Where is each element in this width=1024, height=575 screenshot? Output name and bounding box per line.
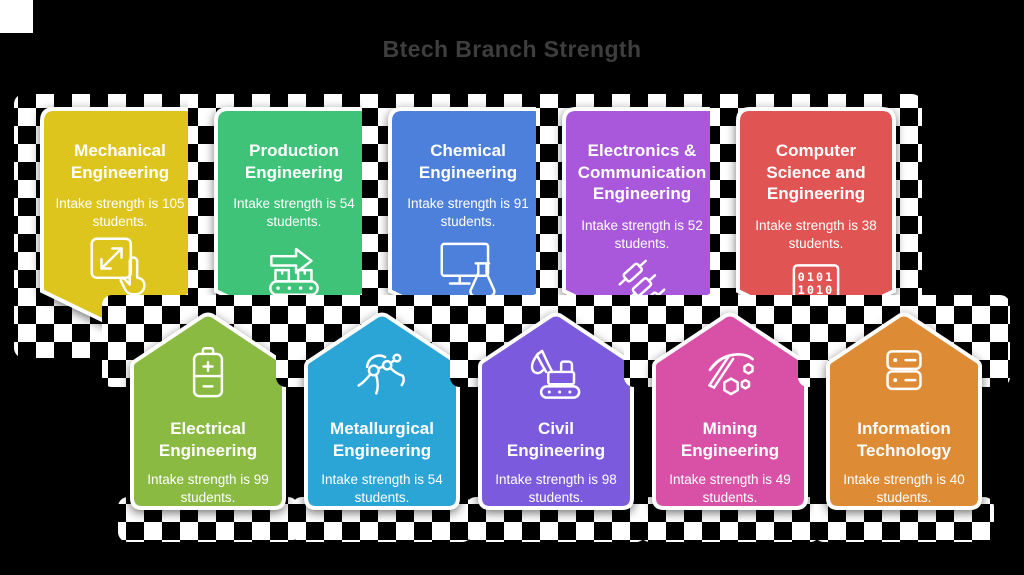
infographic-title: Btech Branch Strength: [382, 36, 642, 62]
card-title: Electronics & Communication Engineering: [577, 141, 707, 204]
touch-expand-icon: [84, 231, 156, 303]
card-title: Mining Engineering: [680, 419, 780, 460]
card-intake: Intake strength is 52 students.: [581, 217, 703, 251]
card-intake: Intake strength is 91 students.: [407, 196, 529, 229]
pickaxe-icon: [694, 338, 766, 410]
molecule-icon: [346, 338, 418, 410]
card-intake: Intake strength is 38 students.: [755, 217, 877, 251]
card-title: Production Engineering: [244, 141, 344, 182]
card-information-technology: Information Technology Intake strength i…: [824, 312, 984, 512]
card-title: Mechanical Engineering: [70, 141, 170, 182]
card-intake: Intake strength is 54 students.: [321, 472, 443, 505]
card-title: Information Technology: [856, 419, 952, 460]
checker-corner-square: [0, 0, 33, 33]
card-shape: [652, 312, 808, 510]
card-electrical-engineering: Electrical Engineering Intake strength i…: [128, 312, 288, 512]
card-title: Computer Science and Engineering: [766, 141, 866, 204]
card-intake: Intake strength is 49 students.: [669, 472, 791, 505]
card-intake: Intake strength is 40 students.: [843, 472, 965, 505]
card-title: Metallurgical Engineering: [330, 419, 434, 460]
card-shape: [478, 312, 634, 510]
card-title: Civil Engineering: [506, 419, 606, 460]
card-intake: Intake strength is 105 students.: [55, 196, 185, 229]
card-shape: [826, 312, 982, 510]
excavator-icon: [520, 338, 592, 410]
battery-icon: [172, 338, 244, 410]
card-intake: Intake strength is 98 students.: [495, 472, 617, 505]
card-electronics-communication-engineering: Electronics & Communication Engineering …: [562, 107, 722, 332]
card-chemical-engineering: Chemical Engineering Intake strength is …: [388, 107, 548, 332]
card-computer-science-and-engineering: Computer Science and Engineering Intake …: [736, 107, 896, 332]
card-metallurgical-engineering: Metallurgical Engineering Intake strengt…: [302, 312, 462, 512]
card-shape: [130, 312, 286, 510]
card-shape: [304, 312, 460, 510]
svg-text:1010: 1010: [798, 284, 835, 298]
card-title: Electrical Engineering: [158, 419, 258, 460]
conveyor-icon: [258, 231, 330, 303]
card-title: Chemical Engineering: [418, 141, 518, 182]
server-icon: [868, 338, 940, 410]
card-civil-engineering: Civil Engineering Intake strength is 98 …: [476, 312, 636, 512]
svg-text:0101: 0101: [798, 270, 835, 284]
card-intake: Intake strength is 99 students.: [147, 472, 269, 505]
card-mining-engineering: Mining Engineering Intake strength is 49…: [650, 312, 810, 512]
monitor-flask-icon: [432, 231, 504, 303]
card-intake: Intake strength is 54 students.: [233, 196, 355, 229]
